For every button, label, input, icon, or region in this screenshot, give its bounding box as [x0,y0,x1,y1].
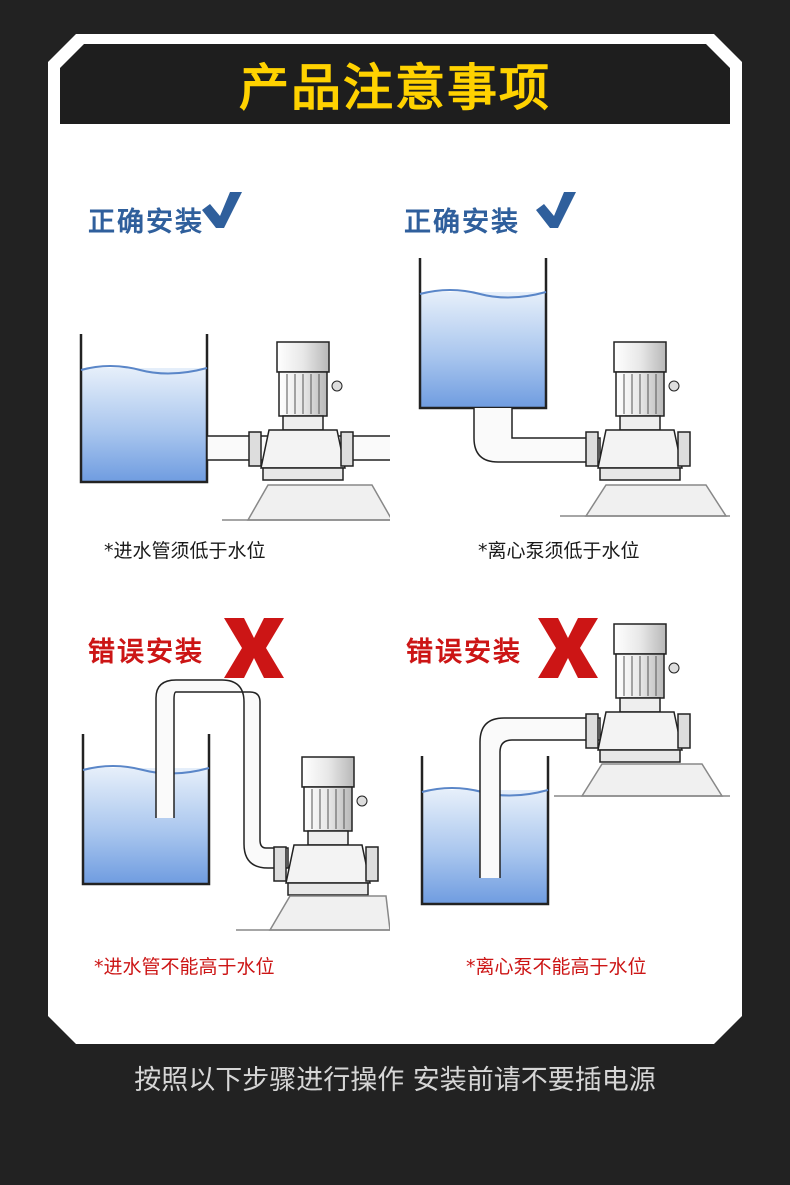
water-tank-water [81,368,207,482]
pump-base [268,895,390,931]
pump [273,756,379,896]
panel-wrong-pump: 错误安装 *离心泵不能高于水位 [400,600,740,1000]
cross-icon [224,618,284,678]
panel-caption: *离心泵不能高于水位 [466,956,647,978]
panel-wrong-inlet: 错误安装 *进水管不能高于水位 [50,600,390,1000]
cross-icon [538,618,598,678]
panel-caption: *进水管不能高于水位 [94,956,275,978]
pump-base [584,484,728,517]
inlet-pipe [155,679,289,869]
diagram-correct-pump [418,192,730,517]
pump-base [246,484,390,521]
pump [248,341,354,481]
water-tank-water [83,768,209,884]
panel-caption: *离心泵须低于水位 [478,540,640,562]
water-tank [420,756,550,906]
panel-heading: 错误安装 [88,637,204,668]
panel-caption: *进水管须低于水位 [104,540,266,562]
diagram-correct-inlet [79,192,390,521]
water-tank-water [420,292,546,408]
footer-note: 按照以下步骤进行操作 安装前请不要插电源 [134,1065,656,1096]
panel-heading: 正确安装 [404,207,520,238]
check-icon [536,192,576,228]
panel-heading: 正确安装 [88,207,204,238]
pump [585,341,691,481]
water-tank [81,734,211,886]
diagram-wrong-inlet [81,618,390,931]
panel-heading: 错误安装 [406,637,522,668]
page-title: 产品注意事项 [239,59,551,117]
panel-correct-inlet: 正确安装 *进水管须低于水位 [50,180,390,580]
diagram-wrong-pump [420,618,730,906]
water-tank [79,334,209,484]
panel-correct-pump: 正确安装 *离心泵须低于水位 [400,180,740,580]
pump [585,623,691,763]
check-icon [202,192,242,228]
title-banner: 产品注意事项 [60,44,730,124]
inlet-pipe [473,408,601,463]
pump-base [580,763,724,797]
